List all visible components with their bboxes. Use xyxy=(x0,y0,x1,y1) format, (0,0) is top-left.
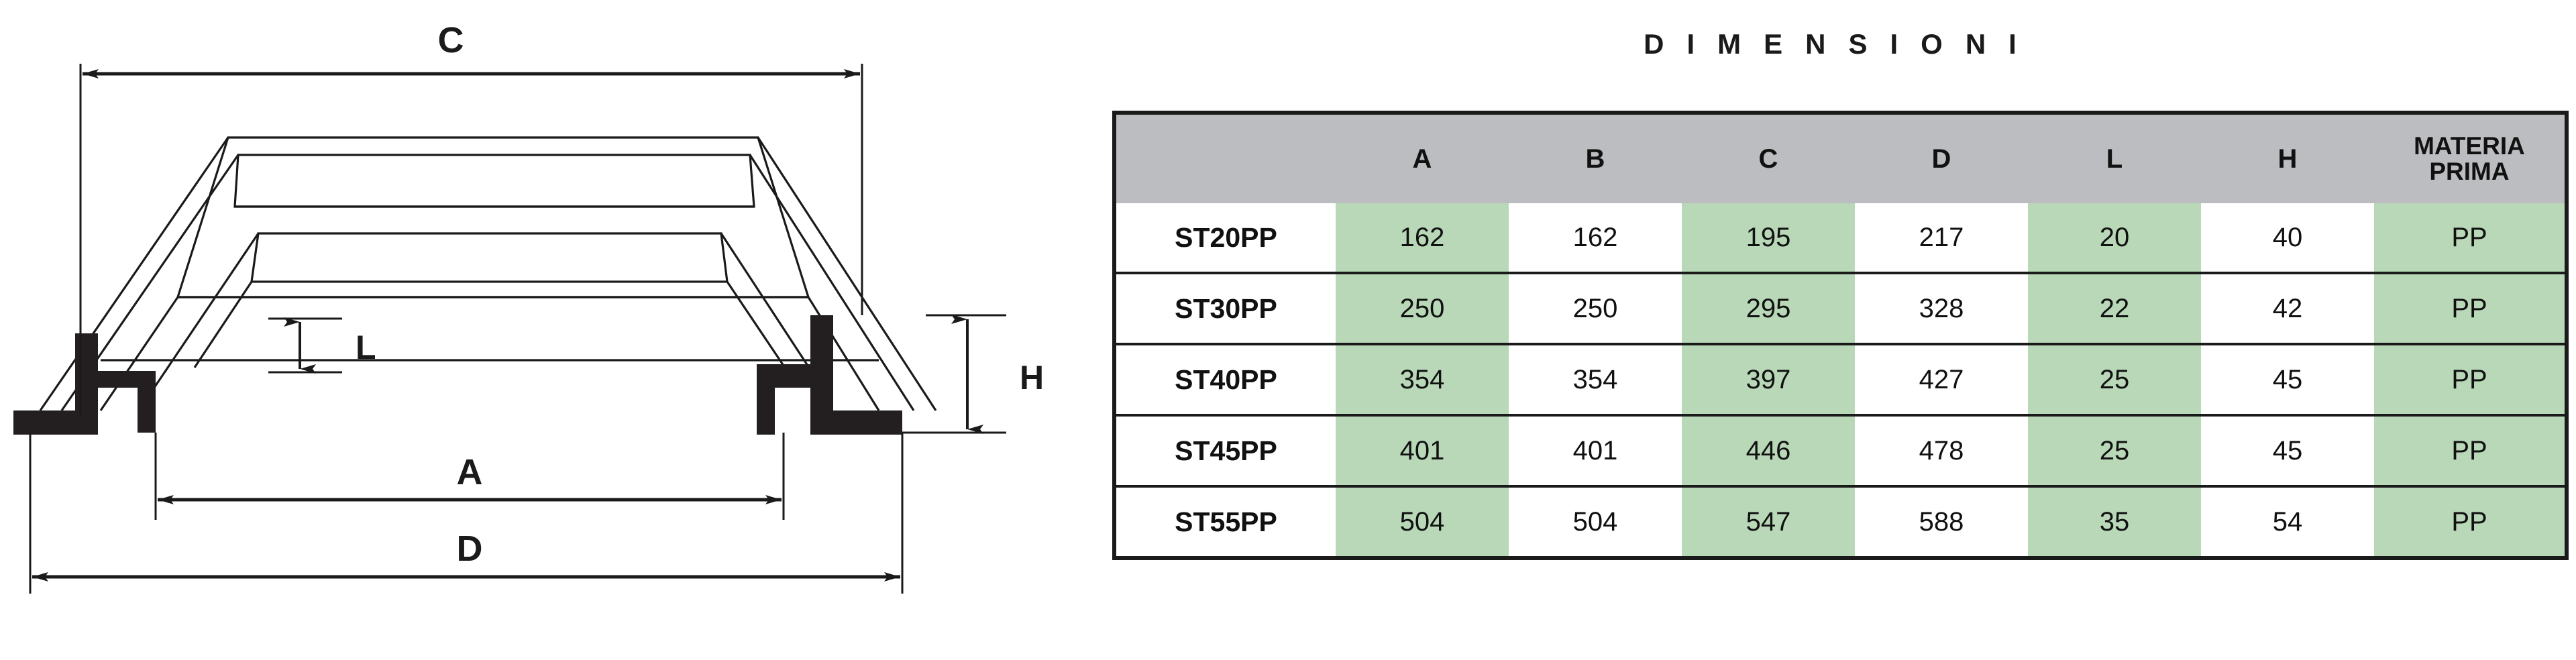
cell-h: 40 xyxy=(2201,203,2374,273)
header-materia-line2: PRIMA xyxy=(2429,158,2510,185)
header-row: A B C D L H MATERIA PRIMA xyxy=(1114,113,2567,203)
right-foot xyxy=(757,315,902,435)
left-foot xyxy=(13,333,156,435)
header-c: C xyxy=(1682,113,1855,203)
cell-materia: PP xyxy=(2374,343,2567,415)
dimensions-table: A B C D L H MATERIA PRIMA ST20PP 162 162 xyxy=(1112,111,2569,560)
cell-d: 328 xyxy=(1855,272,2028,344)
cell-materia: PP xyxy=(2374,203,2567,273)
dimension-label-d: D xyxy=(457,529,483,569)
table-row: ST45PP 401 401 446 478 25 45 PP xyxy=(1114,414,2567,486)
dimension-l xyxy=(268,317,342,374)
table-header: A B C D L H MATERIA PRIMA xyxy=(1114,113,2567,203)
dimension-a xyxy=(154,433,785,520)
cell-c: 446 xyxy=(1682,414,1855,486)
cell-h: 45 xyxy=(2201,414,2374,486)
header-materia-line1: MATERIA xyxy=(2414,132,2525,160)
table-row: ST40PP 354 354 397 427 25 45 PP xyxy=(1114,343,2567,415)
cell-l: 25 xyxy=(2028,414,2201,486)
dimension-h xyxy=(902,314,1006,434)
header-d: D xyxy=(1855,113,2028,203)
cell-c: 547 xyxy=(1682,485,1855,558)
cell-c: 295 xyxy=(1682,272,1855,344)
cell-h: 42 xyxy=(2201,272,2374,344)
cell-l: 20 xyxy=(2028,203,2201,273)
cell-a: 354 xyxy=(1336,343,1509,415)
cell-b: 354 xyxy=(1509,343,1682,415)
cell-d: 427 xyxy=(1855,343,2028,415)
cell-materia: PP xyxy=(2374,485,2567,558)
cell-l: 35 xyxy=(2028,485,2201,558)
cell-model: ST55PP xyxy=(1114,485,1336,558)
cell-b: 162 xyxy=(1509,203,1682,273)
dimension-label-h: H xyxy=(1020,359,1044,396)
table-body: ST20PP 162 162 195 217 20 40 PP ST30PP 2… xyxy=(1114,203,2567,558)
cell-model: ST40PP xyxy=(1114,343,1336,415)
cell-b: 504 xyxy=(1509,485,1682,558)
cell-a: 504 xyxy=(1336,485,1509,558)
cell-c: 397 xyxy=(1682,343,1855,415)
cell-d: 478 xyxy=(1855,414,2028,486)
header-b: B xyxy=(1509,113,1682,203)
cell-d: 217 xyxy=(1855,203,2028,273)
dimension-label-a: A xyxy=(457,452,483,492)
header-h: H xyxy=(2201,113,2374,203)
cell-model: ST20PP xyxy=(1114,203,1336,273)
cell-a: 250 xyxy=(1336,272,1509,344)
dimension-label-c: C xyxy=(438,20,464,60)
cell-c: 195 xyxy=(1682,203,1855,273)
table-title: DIMENSIONI xyxy=(1644,28,2039,60)
cell-h: 54 xyxy=(2201,485,2374,558)
table-row: ST55PP 504 504 547 588 35 54 PP xyxy=(1114,485,2567,558)
dimension-d xyxy=(29,433,904,594)
dimension-c xyxy=(79,64,863,416)
cell-materia: PP xyxy=(2374,414,2567,486)
cell-l: 25 xyxy=(2028,343,2201,415)
header-materia-prima: MATERIA PRIMA xyxy=(2374,113,2567,203)
cell-model: ST45PP xyxy=(1114,414,1336,486)
cell-l: 22 xyxy=(2028,272,2201,344)
cell-a: 162 xyxy=(1336,203,1509,273)
dimension-label-l: L xyxy=(356,329,376,366)
cell-d: 588 xyxy=(1855,485,2028,558)
cell-a: 401 xyxy=(1336,414,1509,486)
cell-materia: PP xyxy=(2374,272,2567,344)
cell-b: 250 xyxy=(1509,272,1682,344)
header-l: L xyxy=(2028,113,2201,203)
technical-drawing: C L H A xyxy=(0,0,1087,660)
table-row: ST20PP 162 162 195 217 20 40 PP xyxy=(1114,203,2567,273)
dimension-table-panel: DIMENSIONI A B C D L H MATERIA xyxy=(1107,0,2576,660)
table-row: ST30PP 250 250 295 328 22 42 PP xyxy=(1114,272,2567,344)
cell-h: 45 xyxy=(2201,343,2374,415)
cell-model: ST30PP xyxy=(1114,272,1336,344)
header-model xyxy=(1114,113,1336,203)
header-a: A xyxy=(1336,113,1509,203)
cell-b: 401 xyxy=(1509,414,1682,486)
